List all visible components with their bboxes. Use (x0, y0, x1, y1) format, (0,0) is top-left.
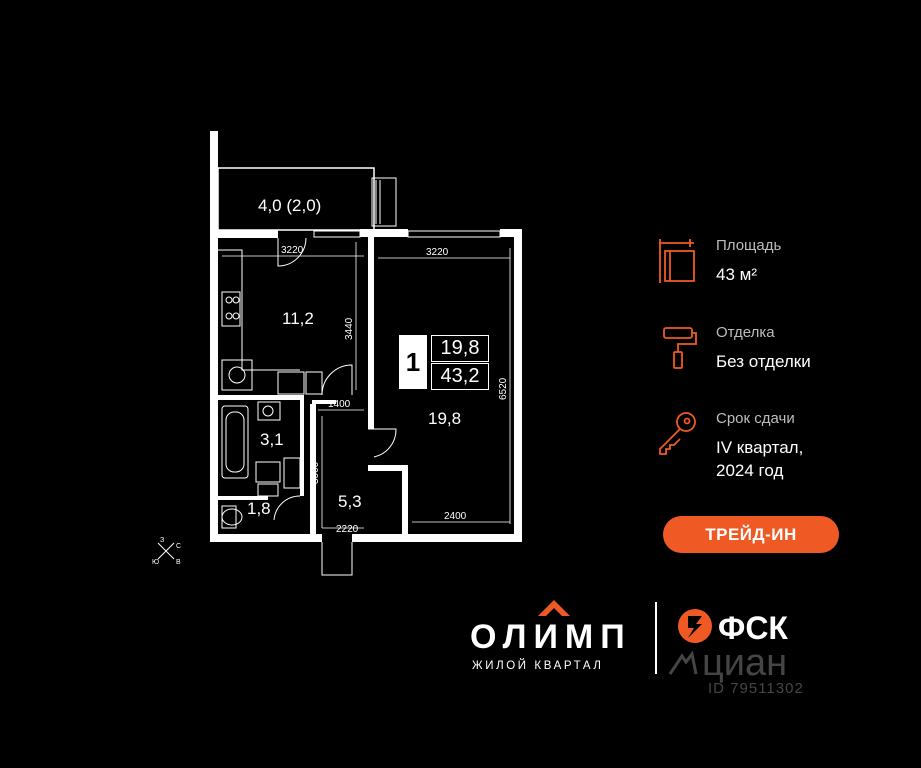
finish-value: Без отделки (716, 352, 811, 371)
deadline-label: Срок сдачи (716, 410, 795, 427)
olimp-logo: ОЛИМП ЖИЛОЙ КВАРТАЛ (470, 600, 640, 680)
cian-watermark: циан ID 79511302 (668, 640, 848, 700)
olimp-name: ОЛИМП (470, 618, 632, 656)
balcony (217, 167, 397, 231)
fsk-mark-icon (678, 609, 712, 643)
bath-fixtures (221, 401, 301, 529)
roof-icon (538, 600, 570, 616)
key-icon (659, 412, 696, 455)
watermark-name: циан (702, 642, 788, 684)
trade-in-button[interactable]: ТРЕЙД-ИН (663, 516, 839, 553)
area-label: Площадь (716, 237, 782, 254)
area-value: 43 м² (716, 265, 757, 284)
cian-logo-icon (668, 650, 698, 675)
doors (273, 237, 397, 576)
dim-living-depth: 6520 (498, 377, 509, 400)
watermark-id: ID 79511302 (708, 680, 804, 697)
finish-label: Отделка (716, 324, 775, 341)
logo-divider (655, 602, 657, 674)
deadline-value-1: IV квартал, (716, 438, 804, 457)
floor-area-icon (659, 239, 695, 283)
room-kitchen: 11,2 (282, 309, 314, 328)
windows (313, 230, 501, 238)
paint-roller-icon (663, 327, 697, 369)
room-living: 19,8 (428, 409, 461, 428)
info-deadline: Срок сдачи IV квартал, 2024 год (656, 410, 876, 482)
badge-living-area: 19,8 (431, 335, 489, 362)
fsk-logo: ФСК (676, 604, 826, 664)
dim-living-width: 3220 (426, 247, 449, 258)
room-count: 1 (399, 335, 427, 389)
compass-n: З (160, 537, 165, 544)
compass: З С В Ю (150, 537, 186, 571)
olimp-subtitle: ЖИЛОЙ КВАРТАЛ (472, 660, 604, 672)
dim-kitchen-depth: 3440 (344, 317, 355, 340)
dim-hall-depth: 3000 (310, 461, 321, 484)
fsk-name: ФСК (718, 610, 788, 646)
dim-hall-width: 1400 (328, 399, 351, 410)
info-area: Площадь 43 м² (656, 237, 856, 291)
room-balcony: 4,0 (2,0) (258, 196, 321, 215)
walls (210, 131, 522, 542)
compass-w: Ю (152, 559, 160, 566)
compass-e: С (176, 543, 182, 550)
room-hall: 5,3 (338, 492, 362, 511)
room-toilet: 1,8 (247, 499, 271, 518)
info-finish: Отделка Без отделки (656, 324, 856, 378)
room-count-badge: 1 19,8 43,2 (399, 335, 489, 390)
dim-kitchen-width: 3220 (281, 245, 304, 256)
dim-living-bottom: 2400 (444, 511, 467, 522)
kitchen-furniture (218, 249, 323, 395)
deadline-value-2: 2024 год (716, 461, 784, 480)
dim-hall-bottom: 2220 (336, 524, 359, 535)
dimension-lines (222, 242, 511, 529)
badge-total-area: 43,2 (431, 363, 489, 390)
room-bathroom: 3,1 (260, 430, 284, 449)
compass-s: В (176, 559, 181, 566)
compass-icon (157, 542, 175, 560)
